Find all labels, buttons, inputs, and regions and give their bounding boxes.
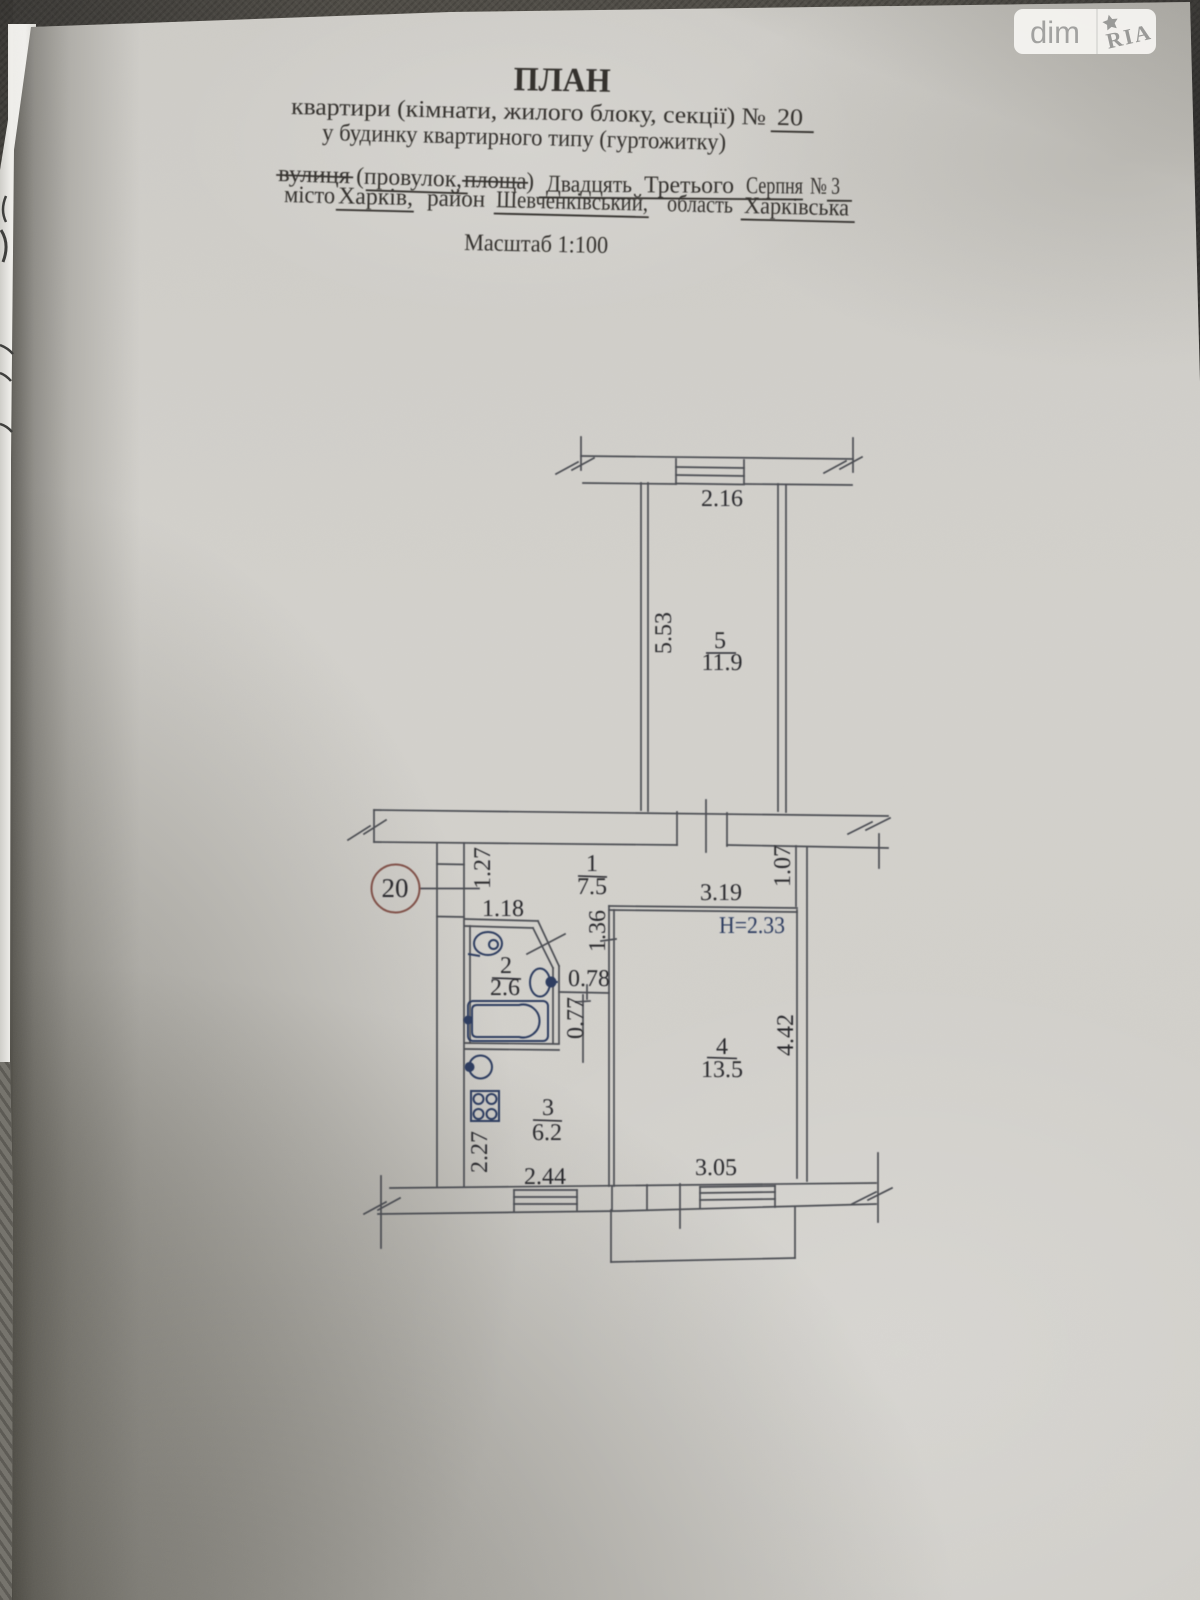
svg-text:Шевченківський,: Шевченківський, xyxy=(496,187,649,217)
svg-text:0.77: 0.77 xyxy=(563,997,589,1039)
svg-text:4: 4 xyxy=(716,1034,728,1060)
svg-text:№ 3: № 3 xyxy=(810,174,840,200)
svg-text:1.36: 1.36 xyxy=(585,910,611,952)
svg-text:(провулок,: (провулок, xyxy=(356,163,463,192)
svg-text:5.53: 5.53 xyxy=(651,612,677,654)
svg-text:3: 3 xyxy=(542,1095,554,1121)
svg-text:1: 1 xyxy=(586,851,598,877)
svg-text:H=2.33: H=2.33 xyxy=(719,913,785,939)
svg-text:2.27: 2.27 xyxy=(467,1131,493,1173)
svg-text:2.44: 2.44 xyxy=(524,1164,566,1190)
svg-text:3.05: 3.05 xyxy=(695,1155,737,1181)
svg-text:область: область xyxy=(667,191,734,219)
svg-text:ПЛАН: ПЛАН xyxy=(513,61,611,100)
svg-text:11.9: 11.9 xyxy=(701,650,742,676)
svg-text:2.16: 2.16 xyxy=(701,486,743,512)
svg-text:Двадцять: Двадцять xyxy=(546,172,632,199)
svg-text:4.42: 4.42 xyxy=(773,1014,799,1056)
svg-text:1.18: 1.18 xyxy=(482,896,524,922)
svg-text:3.19: 3.19 xyxy=(700,880,742,906)
svg-text:20: 20 xyxy=(382,873,409,903)
svg-text:2.6: 2.6 xyxy=(490,975,520,1001)
svg-text:Серпня: Серпня xyxy=(746,173,803,199)
svg-text:Харківська: Харківська xyxy=(744,193,850,222)
svg-text:Третього: Третього xyxy=(644,172,734,199)
svg-text:1.27: 1.27 xyxy=(470,847,496,889)
svg-text:2: 2 xyxy=(500,953,512,979)
svg-text:dim: dim xyxy=(1030,15,1080,50)
svg-text:13.5: 13.5 xyxy=(701,1057,743,1083)
svg-text:6.2: 6.2 xyxy=(532,1120,562,1146)
svg-text:район: район xyxy=(427,185,486,212)
svg-text:0.78: 0.78 xyxy=(568,966,610,992)
svg-text:Харків,: Харків, xyxy=(338,183,414,211)
svg-text:7.5: 7.5 xyxy=(577,874,607,900)
svg-text:Масштаб 1:100: Масштаб 1:100 xyxy=(464,230,609,259)
svg-text:20: 20 xyxy=(777,105,804,132)
svg-text:1.07: 1.07 xyxy=(770,845,796,887)
svg-text:місто: місто xyxy=(284,182,336,209)
svg-text:5: 5 xyxy=(714,628,726,654)
